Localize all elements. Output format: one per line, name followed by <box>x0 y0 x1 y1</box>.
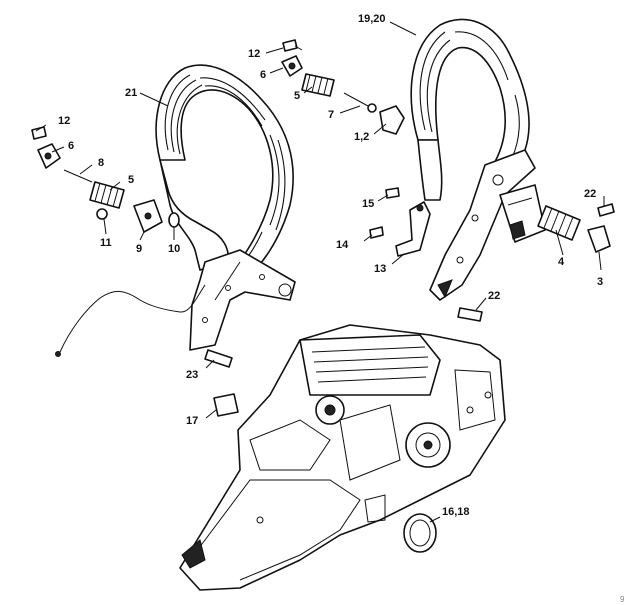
callout-6-left: 6 <box>68 140 74 152</box>
cap-16-18 <box>403 513 437 553</box>
callout-12-left: 12 <box>58 115 70 127</box>
callout-8: 8 <box>98 157 104 169</box>
chainsaw-body <box>179 324 506 591</box>
callout-17: 17 <box>186 415 198 427</box>
buffer-1-2 <box>379 105 405 135</box>
screw-22-right <box>597 203 615 217</box>
washer-10 <box>168 212 180 228</box>
pin-8 <box>63 169 93 183</box>
callout-9: 9 <box>136 243 142 255</box>
callout-15: 15 <box>362 198 374 210</box>
callout-11: 11 <box>100 237 112 249</box>
throttle-cable <box>59 284 206 353</box>
callout-23: 23 <box>186 369 198 381</box>
cap-3 <box>587 225 611 253</box>
callout-6-top: 6 <box>260 69 266 81</box>
callout-labels: 19,20 21 12 6 5 7 1,2 12 6 8 5 11 9 10 1… <box>58 13 625 604</box>
callout-5-top: 5 <box>294 90 300 102</box>
reference-mark: 9 <box>620 595 625 604</box>
spring-4 <box>537 205 581 241</box>
cable-end <box>55 351 61 357</box>
screw-15 <box>385 187 400 199</box>
leader-lines <box>35 21 605 523</box>
callout-4: 4 <box>558 256 565 268</box>
callout-16-18: 16,18 <box>442 506 470 518</box>
callout-10: 10 <box>168 243 180 255</box>
callout-12-top: 12 <box>248 48 260 60</box>
callout-19-20: 19,20 <box>358 13 386 25</box>
callout-7: 7 <box>328 109 334 121</box>
rear-handle-19-20 <box>410 18 546 301</box>
callout-5-left: 5 <box>128 174 134 186</box>
pin-7 <box>343 92 377 113</box>
bracket-13 <box>395 201 431 257</box>
callout-13: 13 <box>374 263 386 275</box>
screw-12-top <box>282 39 303 52</box>
screw-22-lower <box>457 307 483 322</box>
callout-14: 14 <box>336 239 349 251</box>
screw-12-left <box>31 126 47 140</box>
front-handle-21 <box>155 64 296 351</box>
callout-21: 21 <box>125 87 137 99</box>
screw-23 <box>204 349 233 368</box>
plug-17 <box>213 393 239 417</box>
spring-5-top <box>301 73 335 97</box>
screw-14 <box>369 226 384 239</box>
spring-5-left <box>89 181 125 209</box>
callout-3: 3 <box>597 276 603 288</box>
callout-22-lower: 22 <box>488 290 500 302</box>
screw-11 <box>96 208 108 220</box>
callout-1-2: 1,2 <box>354 131 369 143</box>
callout-22-right: 22 <box>584 188 596 200</box>
